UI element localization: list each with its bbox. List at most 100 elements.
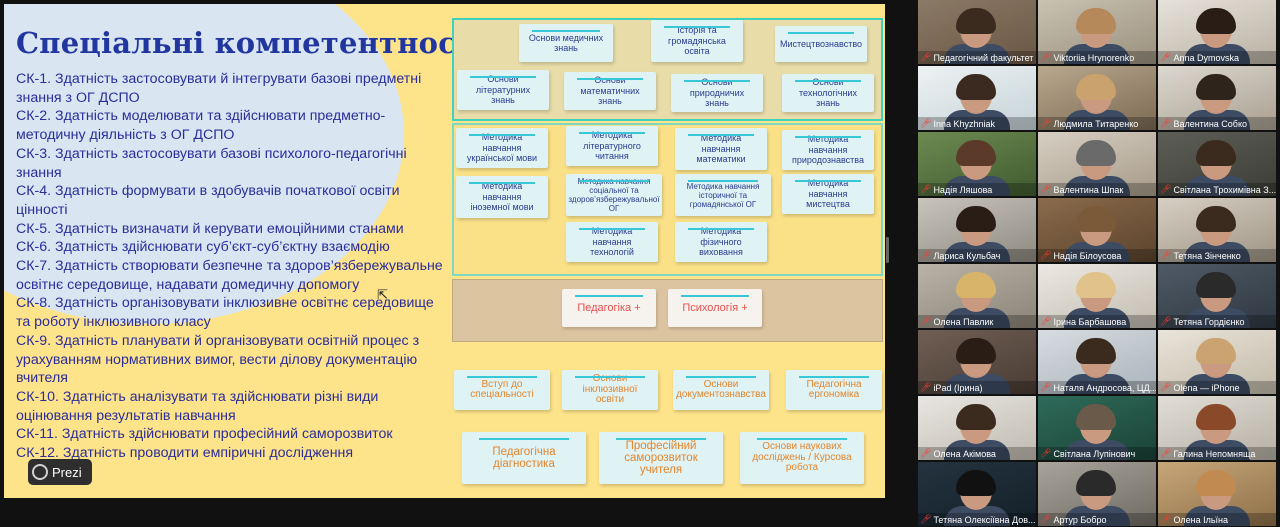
course-card[interactable]: Основи документознавства <box>673 370 769 410</box>
prezi-badge[interactable]: Prezi <box>28 459 92 485</box>
participant-tile[interactable]: 🎤︎Галина Непомняща <box>1158 396 1276 460</box>
participant-body <box>944 440 1010 460</box>
participant-name-label: 🎤︎Надія Білоусова <box>1038 249 1156 262</box>
participant-tile[interactable]: 🎤︎Артур Бобро <box>1038 462 1156 526</box>
participant-name: Лариса Кульбач <box>933 250 1001 261</box>
participant-body <box>1184 110 1250 130</box>
participant-hair <box>1196 338 1236 364</box>
participant-body <box>944 506 1010 526</box>
participant-name: Олена Ільїна <box>1173 514 1228 525</box>
participant-name: Валентина Шпак <box>1053 184 1124 195</box>
course-card[interactable]: Основи інклюзивної освіти <box>562 370 658 410</box>
mic-muted-icon: 🎤︎ <box>920 52 932 62</box>
mic-muted-icon: 🎤︎ <box>1040 448 1052 458</box>
panel-splitter-handle[interactable] <box>886 237 889 263</box>
participant-name-label: 🎤︎Галина Непомняща <box>1158 447 1276 460</box>
course-card[interactable]: Методика навчання мистецтва <box>782 174 874 214</box>
participant-tile[interactable]: 🎤︎Тетяна Гордієнко <box>1158 264 1276 328</box>
participant-tile[interactable]: 🎤︎Тетяна Зінченко <box>1158 198 1276 262</box>
course-card[interactable]: Методика навчання технологій <box>566 222 658 262</box>
participant-tile[interactable]: 🎤︎Валентина Шпак <box>1038 132 1156 196</box>
course-card[interactable]: Методика навчання іноземної мови <box>456 176 548 218</box>
course-card[interactable]: Історія та громадянська освіта <box>651 20 743 62</box>
participant-hair <box>1076 272 1116 298</box>
list-item: СК-8. Здатність організовувати інклюзивн… <box>16 295 434 331</box>
participant-hair <box>1076 404 1116 430</box>
participant-body <box>1064 308 1130 328</box>
participant-name: Anna Dymovska <box>1173 52 1239 63</box>
course-card[interactable]: Методика фізичного виховання <box>675 222 767 262</box>
participant-name: Артур Бобро <box>1053 514 1107 525</box>
course-card[interactable]: Основи природничих знань <box>671 74 763 112</box>
participant-name-label: 🎤︎Олена Ільїна <box>1158 513 1276 526</box>
participant-body <box>1184 506 1250 526</box>
participant-name: Людмила Титаренко <box>1053 118 1139 129</box>
participant-hair <box>956 272 996 298</box>
prezi-logo-icon <box>32 464 48 480</box>
participant-tile[interactable]: 🎤︎Олена Акімова <box>918 396 1036 460</box>
participant-tile[interactable]: 🎤︎Olena — iPhone <box>1158 330 1276 394</box>
course-card[interactable]: Методика навчання математики <box>675 128 767 170</box>
course-card[interactable]: Основи технологічних знань <box>782 74 874 112</box>
prezi-label: Prezi <box>52 464 82 480</box>
course-card[interactable]: Мистецтвознавство <box>775 26 867 62</box>
course-card[interactable]: Основи літературних знань <box>457 70 549 110</box>
participant-tile[interactable]: 🎤︎Anna Dymovska <box>1158 0 1276 64</box>
participant-tile[interactable]: 🎤︎Ірина Барбашова <box>1038 264 1156 328</box>
participant-tile[interactable]: 🎤︎Надія Ляшова <box>918 132 1036 196</box>
participant-body <box>1064 506 1130 526</box>
course-card[interactable]: Психологія + <box>668 289 762 327</box>
participant-hair <box>1076 470 1116 496</box>
participant-tile[interactable]: 🎤︎Олена Ільїна <box>1158 462 1276 526</box>
course-card[interactable]: Вступ до спеціальності <box>454 370 550 410</box>
course-card[interactable]: Професійний саморозвиток учителя <box>599 432 723 484</box>
course-card[interactable]: Педагогічна діагностика <box>462 432 586 484</box>
participant-name-label: 🎤︎Валентина Собко <box>1158 117 1276 130</box>
participant-name-label: 🎤︎Olena — iPhone <box>1158 381 1276 394</box>
participant-name: Наталя Андросова, ЦД... <box>1053 382 1156 393</box>
participant-tile[interactable]: 🎤︎Inna Khyzhniak <box>918 66 1036 130</box>
course-card[interactable]: Методика навчання історичної та громадян… <box>675 174 771 216</box>
course-card[interactable]: Основи наукових досліджень / Курсова роб… <box>740 432 864 484</box>
course-card[interactable]: Педагогіка + <box>562 289 656 327</box>
participant-gallery: 🎤︎Педагогічний факультет Д...🎤︎Viktoriia… <box>916 0 1280 527</box>
course-card[interactable]: Методика навчання соціальної та здоров’я… <box>566 174 662 216</box>
mic-muted-icon: 🎤︎ <box>1040 316 1052 326</box>
participant-name: Тетяна Олексіївна Дов... <box>933 514 1036 525</box>
mic-muted-icon: 🎤︎ <box>920 382 932 392</box>
participant-name: Педагогічний факультет Д... <box>933 52 1036 63</box>
participant-hair <box>1076 8 1116 34</box>
participant-tile[interactable]: 🎤︎Світлана Лупінович <box>1038 396 1156 460</box>
participant-tile[interactable]: 🎤︎Світлана Трохимівна З... <box>1158 132 1276 196</box>
course-card[interactable]: Методика навчання природознавства <box>782 130 874 170</box>
participant-tile[interactable]: 🎤︎Педагогічний факультет Д... <box>918 0 1036 64</box>
course-card[interactable]: Основи математичних знань <box>564 72 656 110</box>
participant-tile[interactable]: 🎤︎Лариса Кульбач <box>918 198 1036 262</box>
participant-hair <box>956 404 996 430</box>
course-card[interactable]: Методика літературного читання <box>566 126 658 166</box>
course-card[interactable]: Основи медичних знань <box>519 24 613 62</box>
participant-hair <box>1196 470 1236 496</box>
mic-muted-icon: 🎤︎ <box>920 316 932 326</box>
mic-muted-icon: 🎤︎ <box>1160 382 1172 392</box>
participant-tile[interactable]: 🎤︎Олена Павлик <box>918 264 1036 328</box>
list-item: СК-3. Здатність застосовувати базові пси… <box>16 145 407 181</box>
mic-muted-icon: 🎤︎ <box>920 448 932 458</box>
participant-tile[interactable]: 🎤︎Тетяна Олексіївна Дов... <box>918 462 1036 526</box>
participant-name: Viktoriia Hrynorenko <box>1053 52 1135 63</box>
participant-hair <box>956 8 996 34</box>
course-card[interactable]: Методика навчання української мови <box>456 128 548 168</box>
participant-hair <box>956 338 996 364</box>
list-item: СК-6. Здатність здійснювати суб’єкт-суб’… <box>16 239 390 256</box>
participant-hair <box>956 206 996 232</box>
course-card[interactable]: Педагогічна ергономіка <box>786 370 882 410</box>
participant-body <box>1184 374 1250 394</box>
participant-tile[interactable]: 🎤︎Людмила Титаренко <box>1038 66 1156 130</box>
participant-tile[interactable]: 🎤︎Валентина Собко <box>1158 66 1276 130</box>
participant-tile[interactable]: 🎤︎Viktoriia Hrynorenko <box>1038 0 1156 64</box>
participant-tile[interactable]: 🎤︎Надія Білоусова <box>1038 198 1156 262</box>
participant-tile[interactable]: 🎤︎Наталя Андросова, ЦД... <box>1038 330 1156 394</box>
list-item: СК-2. Здатність моделювати та здійснюват… <box>16 108 386 144</box>
participant-name-label: 🎤︎Світлана Трохимівна З... <box>1158 183 1276 196</box>
participant-tile[interactable]: 🎤︎iPad (Ірина) <box>918 330 1036 394</box>
